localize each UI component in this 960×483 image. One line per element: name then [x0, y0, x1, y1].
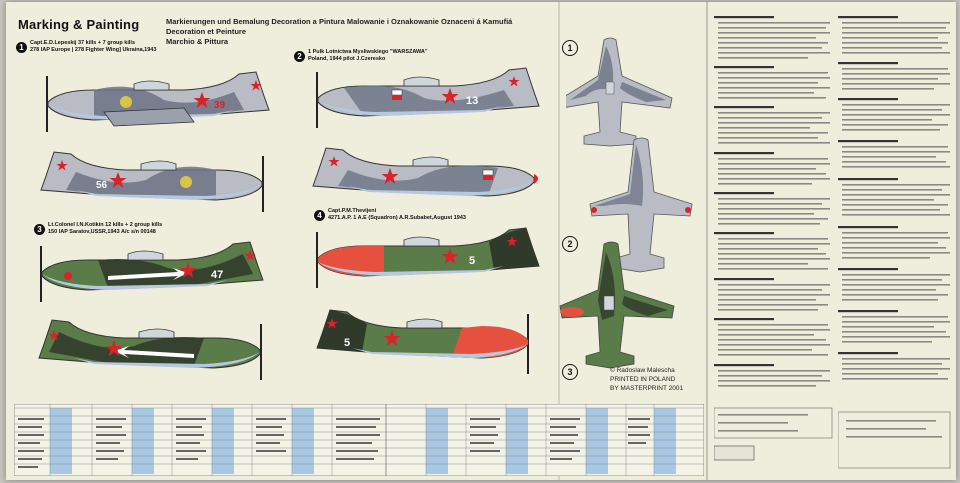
caption-line: 278 IAP Europe | 278 Fighter Wing] Ukrai…: [30, 47, 157, 53]
caption-line: Lt.Colonel I.N.Kotikin 12 kills + 2 grou…: [48, 222, 163, 228]
tactical-number: 39: [214, 100, 226, 111]
fold-line: [558, 2, 560, 480]
paint-reference-table: [14, 404, 704, 476]
instructions-column-left: [714, 16, 833, 461]
view-number: 2: [562, 236, 578, 252]
view-number: 3: [562, 364, 578, 380]
caption-line: Capt.E.D.Lepeskij 37 kills + 7 group kil…: [30, 40, 135, 46]
tactical-number: 13: [466, 95, 478, 107]
aircraft-top-view-1: [566, 37, 673, 147]
scheme-number: 2: [294, 51, 305, 62]
tactical-number: 47: [211, 269, 223, 281]
translation-line: Decoration et Peinture: [166, 27, 247, 36]
aircraft-profile-4-left: 5: [316, 227, 540, 288]
instructions-column-right: [838, 16, 951, 469]
page-title: Marking & Painting: [18, 17, 140, 32]
scheme-number: 3: [34, 224, 45, 235]
aircraft-top-view-3: [559, 241, 675, 369]
translation-line: Markierungen und Bemalung Decoration a P…: [166, 17, 513, 26]
caption-line: 1 Pulk Lotnictwa Mysliwskiego "WARSZAWA": [308, 49, 428, 55]
scheme-caption: 1 Pulk Lotnictwa Mysliwskiego "WARSZAWA"…: [308, 49, 428, 63]
tactical-number: 5: [469, 255, 475, 267]
aircraft-profile-4-right: 5: [316, 309, 529, 374]
copyright-line: © Radoslaw Malescha: [610, 367, 675, 374]
view-number: 1: [562, 40, 578, 56]
aircraft-profile-1-right: 56: [40, 151, 264, 212]
translation-line: Marchio & Pittura: [166, 37, 229, 46]
caption-line: 150 IAP Saratov,USSR,1943 A/c s/n 00148: [48, 229, 156, 235]
scheme-caption: Capt.P.M.Thevijeni 4271.A.P. 1 A.E (Squa…: [328, 208, 466, 222]
instruction-sheet: Marking & Painting Markierungen und Bema…: [6, 2, 956, 480]
scheme-number: 1: [16, 42, 27, 53]
aircraft-bottom-view-2: [589, 137, 693, 273]
aircraft-profile-2-right: [312, 147, 538, 197]
tactical-number: 56: [96, 180, 108, 191]
fold-line: [706, 2, 708, 480]
aircraft-profile-2-left: 13: [316, 67, 540, 128]
caption-line: 4271.A.P. 1 A.E (Squadron) A.R.Subabet,A…: [328, 215, 466, 221]
scheme-caption: Lt.Colonel I.N.Kotikin 12 kills + 2 grou…: [48, 222, 162, 236]
copyright-line: PRINTED IN POLAND: [610, 376, 676, 383]
aircraft-profile-1-left: 39: [46, 71, 270, 132]
copyright-line: BY MASTERPRINT 2001: [610, 385, 684, 392]
caption-line: Capt.P.M.Thevijeni: [328, 208, 377, 214]
title-translations: Markierungen und Bemalung Decoration a P…: [166, 17, 566, 47]
scheme-number: 4: [314, 210, 325, 221]
aircraft-profile-3-right: [38, 319, 262, 380]
copyright-notice: © Radoslaw Malescha PRINTED IN POLAND BY…: [610, 366, 683, 393]
aircraft-profile-3-left: 47: [40, 241, 264, 302]
scheme-caption: Capt.E.D.Lepeskij 37 kills + 7 group kil…: [30, 40, 156, 54]
caption-line: Poland, 1944 pilot J.Czeresko: [308, 56, 386, 62]
tactical-number: 5: [344, 337, 350, 349]
